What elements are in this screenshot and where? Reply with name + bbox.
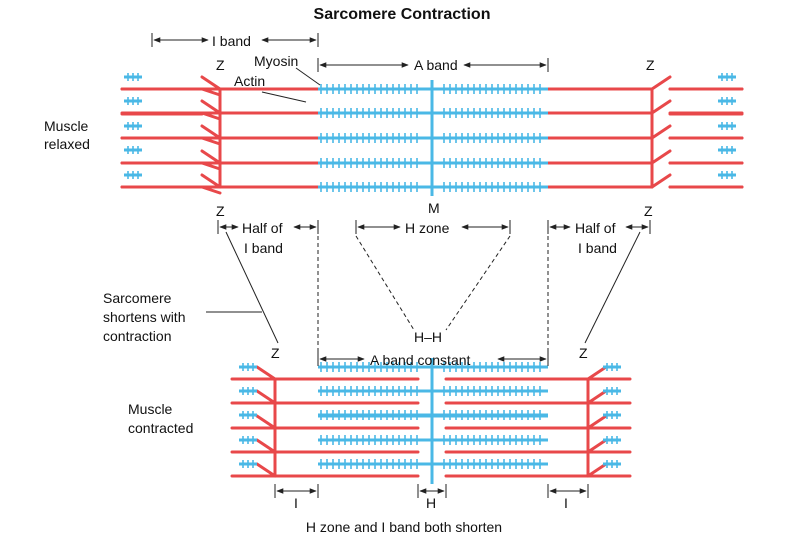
z-disc-branch [255, 462, 277, 478]
h-zone-guide-right [445, 235, 511, 331]
i-label-right: I [564, 495, 568, 511]
z-disc-branch [200, 124, 222, 140]
z-disc-branch [586, 414, 608, 430]
sarcomere-shortens-line2: shortens with [103, 309, 186, 325]
z-label-contracted-left: Z [271, 345, 280, 361]
h-h-label: H–H [414, 329, 443, 345]
half-i-band-left-line1: Half of [242, 220, 283, 236]
z-disc-branch [255, 365, 277, 381]
z-disc-branch [650, 124, 672, 140]
muscle-contracted-line2: contracted [128, 420, 194, 436]
myosin-pointer [295, 67, 321, 86]
muscle-relaxed-label-line1: Muscle [44, 118, 89, 134]
z-disc-branch [255, 438, 277, 454]
z-disc-branch [255, 414, 277, 430]
caption: H zone and I band both shorten [305, 519, 503, 535]
z-label-contracted-right: Z [579, 345, 588, 361]
z-disc-branch [586, 462, 608, 478]
muscle-relaxed-label-line2: relaxed [44, 136, 90, 152]
h-zone-guide-left [355, 235, 415, 331]
contracted-sarcomere [230, 358, 632, 484]
z-disc-branch [650, 75, 672, 91]
half-i-band-right-line2: I band [578, 240, 617, 256]
i-label-left: I [294, 495, 298, 511]
i-band-label: I band [212, 33, 251, 49]
muscle-contracted-line1: Muscle [128, 401, 173, 417]
actin-label: Actin [234, 73, 266, 89]
z-label-relaxed-bottom-left: Z [216, 203, 225, 219]
z-disc-branch [650, 149, 672, 165]
z-disc-branch [200, 99, 222, 115]
m-line-label: M [428, 200, 440, 216]
z-shift-line-right [584, 231, 641, 344]
z-label-relaxed-top-left: Z [216, 57, 225, 73]
diagram-title: Sarcomere Contraction [313, 6, 491, 23]
myosin-label: Myosin [254, 53, 299, 69]
z-disc-branch [586, 389, 608, 405]
z-disc-branch [586, 365, 608, 381]
a-band-constant-label: A band constant [370, 352, 471, 368]
h-zone-label: H zone [405, 220, 450, 236]
z-shift-line-left [225, 231, 279, 344]
z-disc-branch [255, 389, 277, 405]
half-i-band-left-line2: I band [244, 240, 283, 256]
z-disc-branch [200, 149, 222, 165]
z-disc-branch [650, 173, 672, 189]
sarcomere-shortens-line1: Sarcomere [103, 290, 172, 306]
z-disc-branch [586, 438, 608, 454]
annotation-lines [151, 33, 651, 498]
half-i-band-right-line1: Half of [575, 220, 616, 236]
z-disc-branch [200, 173, 222, 189]
z-label-relaxed-top-right: Z [646, 57, 655, 73]
h-label: H [425, 495, 437, 511]
z-disc-branch [650, 99, 672, 115]
sarcomere-shortens-line3: contraction [103, 328, 172, 344]
a-band-label: A band [414, 57, 458, 73]
actin-pointer [261, 91, 307, 103]
relaxed-sarcomere [120, 73, 744, 196]
z-label-relaxed-bottom-right: Z [644, 203, 653, 219]
z-disc-branch [200, 75, 222, 91]
